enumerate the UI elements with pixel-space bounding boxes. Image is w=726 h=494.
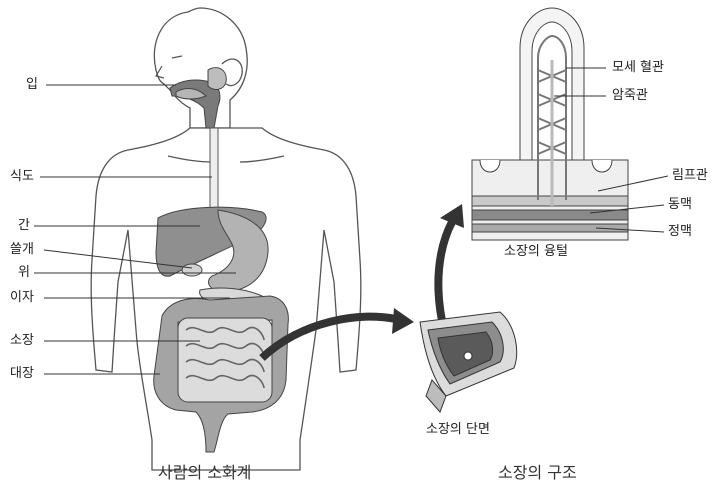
salivary-gland [208, 68, 226, 90]
label-small-intestine: 소장 [10, 333, 34, 348]
caption-cross-section: 소장의 단면 [426, 422, 490, 437]
label-lacteal: 암죽관 [612, 88, 648, 103]
gallbladder-organ [182, 264, 202, 276]
label-capillary: 모세 혈관 [612, 60, 664, 75]
label-liver: 간 [18, 218, 30, 233]
label-lymph-vessel: 림프관 [672, 168, 708, 183]
esophagus-tube [210, 128, 218, 210]
caption-human-digestive-system: 사람의 소화계 [158, 464, 251, 482]
label-vein: 정맥 [668, 224, 692, 239]
label-pancreas: 이자 [10, 290, 34, 305]
tissue-band-3 [472, 224, 628, 232]
villus-structure [472, 8, 628, 240]
caption-small-intestine-structure: 소장의 구조 [498, 464, 577, 482]
small-intestine-cross-section [420, 312, 517, 412]
label-artery: 동맥 [668, 197, 692, 212]
caption-villus: 소장의 융털 [504, 244, 568, 259]
label-stomach: 위 [18, 265, 30, 280]
label-large-intestine: 대장 [10, 366, 34, 381]
label-gallbladder: 쓸개 [10, 242, 34, 257]
label-mouth: 입 [26, 77, 38, 92]
tissue-band-1 [472, 196, 628, 206]
label-esophagus: 식도 [10, 169, 34, 184]
